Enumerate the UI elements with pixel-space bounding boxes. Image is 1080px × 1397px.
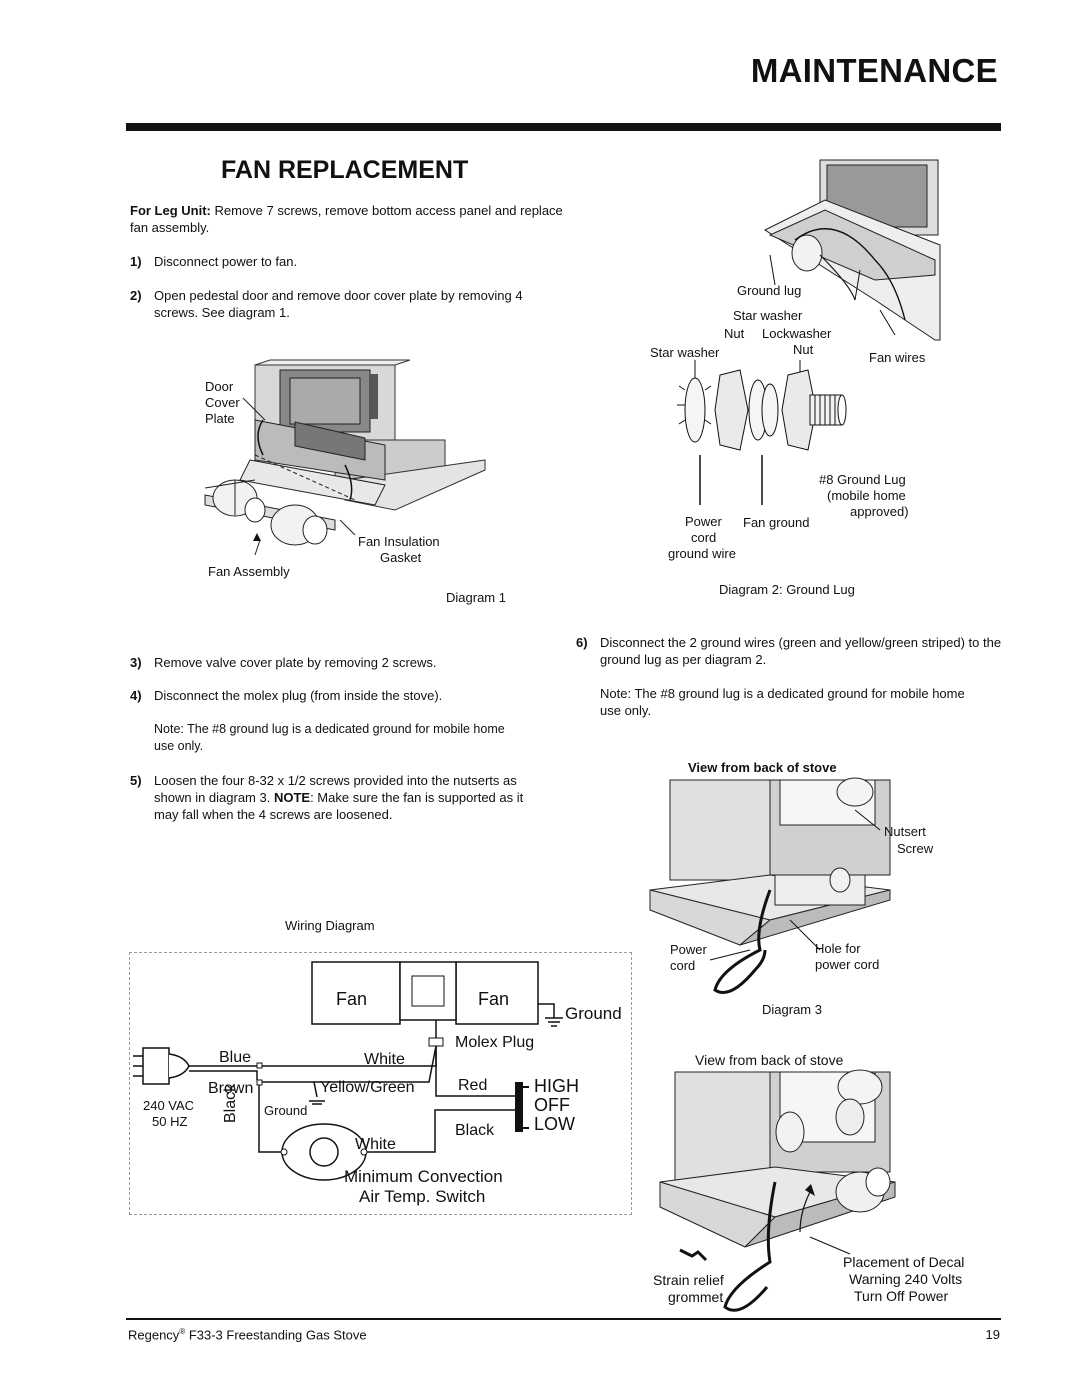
- intro-bold: For Leg Unit:: [130, 203, 211, 218]
- step-text: Disconnect power to fan.: [154, 254, 298, 269]
- wiring-red-label: Red: [458, 1077, 488, 1094]
- d2-lug-note-2: (mobile home: [827, 488, 906, 503]
- step-number: 2): [130, 288, 142, 303]
- d4-decal-label-1: Placement of Decal: [843, 1254, 965, 1270]
- d1-cover-label: Cover: [205, 395, 240, 410]
- step-5-text-a: Loosen the four 8-32 x 1/2 screws provid…: [154, 773, 517, 805]
- step-number: 5): [130, 773, 142, 788]
- footer-brand: Regency: [128, 1327, 180, 1343]
- section-title: FAN REPLACEMENT: [221, 156, 469, 184]
- wiring-fan-left-label: Fan: [336, 989, 368, 1009]
- step-1: 1) Disconnect power to fan.: [130, 253, 570, 270]
- d3-nutsert-label: Nutsert: [884, 824, 926, 839]
- diagram-2-caption: Diagram 2: Ground Lug: [719, 582, 855, 597]
- d2-power-label: Power: [685, 514, 722, 529]
- d3-screw-label: Screw: [897, 841, 934, 856]
- note-left: Note: The #8 ground lug is a dedicated g…: [154, 722, 505, 753]
- d4-decal-label-2: Warning 240 Volts: [849, 1271, 963, 1287]
- intro-text: Remove 7 screws, remove bottom access pa…: [130, 203, 563, 235]
- step-5-text-b: : Make sure the fan is supported as it m…: [154, 790, 524, 822]
- wiring-yellow-green-label: Yellow/Green: [320, 1079, 415, 1096]
- d3-power-label: Power: [670, 942, 707, 957]
- wiring-switch-label-2: Air Temp. Switch: [359, 1187, 486, 1206]
- footer-model: F33-3 Freestanding Gas Stove: [185, 1327, 367, 1343]
- d4-decal-label-3: Turn Off Power: [854, 1288, 949, 1304]
- wiring-high-label: HIGH: [534, 1076, 579, 1096]
- wiring-off-label: OFF: [534, 1095, 570, 1115]
- step-number: 3): [130, 655, 142, 670]
- step-number: 6): [576, 635, 588, 650]
- wiring-hz-label: 50 HZ: [152, 1114, 188, 1129]
- d2-star-washer-top-label: Star washer: [733, 308, 803, 323]
- diagram-3-figure: [649, 777, 891, 994]
- wiring-black-label: Black: [455, 1122, 495, 1139]
- d4-strain-relief-label: Strain relief: [653, 1272, 724, 1288]
- wiring-white-top-label: White: [364, 1051, 405, 1068]
- step-text: Open pedestal door and remove door cover…: [154, 288, 523, 320]
- step-2: 2) Open pedestal door and remove door co…: [130, 287, 570, 321]
- step-6: 6) Disconnect the 2 ground wires (green …: [576, 634, 1006, 668]
- wiring-ground-label: Ground: [565, 1004, 622, 1023]
- page-header-title: MAINTENANCE: [750, 52, 998, 89]
- d1-fan-assembly-label: Fan Assembly: [208, 564, 290, 579]
- d2-lug-note-1: #8 Ground Lug: [819, 472, 906, 487]
- d2-fan-wires-label: Fan wires: [869, 350, 926, 365]
- step-text: Disconnect the molex plug (from inside t…: [154, 688, 443, 703]
- d2-ground-lug-label: Ground lug: [737, 283, 802, 298]
- d3-hole-label-2: power cord: [815, 957, 880, 972]
- wiring-white-bottom-label: White: [355, 1136, 396, 1153]
- wiring-black-vertical-label: Black: [222, 1083, 239, 1123]
- footer-title: Regency® F33-3 Freestanding Gas Stove: [128, 1327, 367, 1342]
- wiring-brown-label: Brown: [208, 1080, 254, 1097]
- header-rule: [126, 123, 1001, 131]
- d1-gasket-label-2: Gasket: [380, 550, 422, 565]
- d2-star-washer-left-label: Star washer: [650, 345, 720, 360]
- wiring-vac-label: 240 VAC: [143, 1098, 195, 1113]
- wiring-low-label: LOW: [534, 1114, 576, 1134]
- wiring-molex-label: Molex Plug: [455, 1034, 535, 1051]
- diagram-3-title: View from back of stove: [688, 760, 837, 775]
- wiring-diagram-box: [129, 952, 632, 1215]
- wiring-caption: Wiring Diagram: [285, 918, 375, 933]
- d2-lockwasher-label: Lockwasher: [762, 326, 832, 341]
- page-number: 19: [985, 1327, 1000, 1342]
- diagram-2-figure: [763, 159, 941, 341]
- intro-paragraph: For Leg Unit: Remove 7 screws, remove bo…: [130, 202, 570, 236]
- ground-lug-exploded-figure: [677, 360, 847, 505]
- footer-rule: [126, 1318, 1001, 1320]
- d1-plate-label: Plate: [205, 411, 235, 426]
- d3-cord-label: cord: [670, 958, 696, 973]
- step-text: Disconnect the 2 ground wires (green and…: [600, 635, 1002, 667]
- diagram-1-figure: [204, 359, 486, 556]
- step-5-note-bold: NOTE: [273, 790, 311, 805]
- d2-ground-wire-label: ground wire: [668, 546, 736, 561]
- d2-nut-right-label: Nut: [793, 342, 814, 357]
- step-number: 4): [130, 688, 142, 703]
- wiring-switch-label-1: Minimum Convection: [344, 1167, 503, 1186]
- step-5: 5) Loosen the four 8-32 x 1/2 screws pro…: [130, 772, 530, 823]
- d1-door-label: Door: [205, 379, 234, 394]
- step-text: Remove valve cover plate by removing 2 s…: [154, 655, 437, 670]
- diagram-3-caption: Diagram 3: [762, 1002, 822, 1017]
- step-3: 3) Remove valve cover plate by removing …: [130, 654, 570, 671]
- d1-gasket-label-1: Fan Insulation: [358, 534, 440, 549]
- wiring-fan-right-label: Fan: [478, 989, 510, 1009]
- step-4: 4) Disconnect the molex plug (from insid…: [130, 687, 570, 704]
- wiring-blue-label: Blue: [219, 1049, 252, 1066]
- d2-cord-label: cord: [691, 530, 717, 545]
- wiring-ground-small-label: Ground: [264, 1103, 308, 1118]
- footer-reg: ®: [179, 1327, 186, 1336]
- diagram-4-figure: [659, 1069, 896, 1312]
- wiring-diagram-figure: [133, 961, 563, 1181]
- diagram-1-caption: Diagram 1: [446, 590, 506, 605]
- d2-lug-note-3: approved): [850, 504, 909, 519]
- d2-fan-ground-label: Fan ground: [743, 515, 810, 530]
- d3-hole-label-1: Hole for: [815, 941, 861, 956]
- step-number: 1): [130, 254, 142, 269]
- d4-grommet-label: grommet: [668, 1289, 724, 1305]
- diagram-4-title: View from back of stove: [695, 1052, 844, 1068]
- note-right: Note: The #8 ground lug is a dedicated g…: [600, 686, 965, 718]
- d2-nut-left-label: Nut: [724, 326, 745, 341]
